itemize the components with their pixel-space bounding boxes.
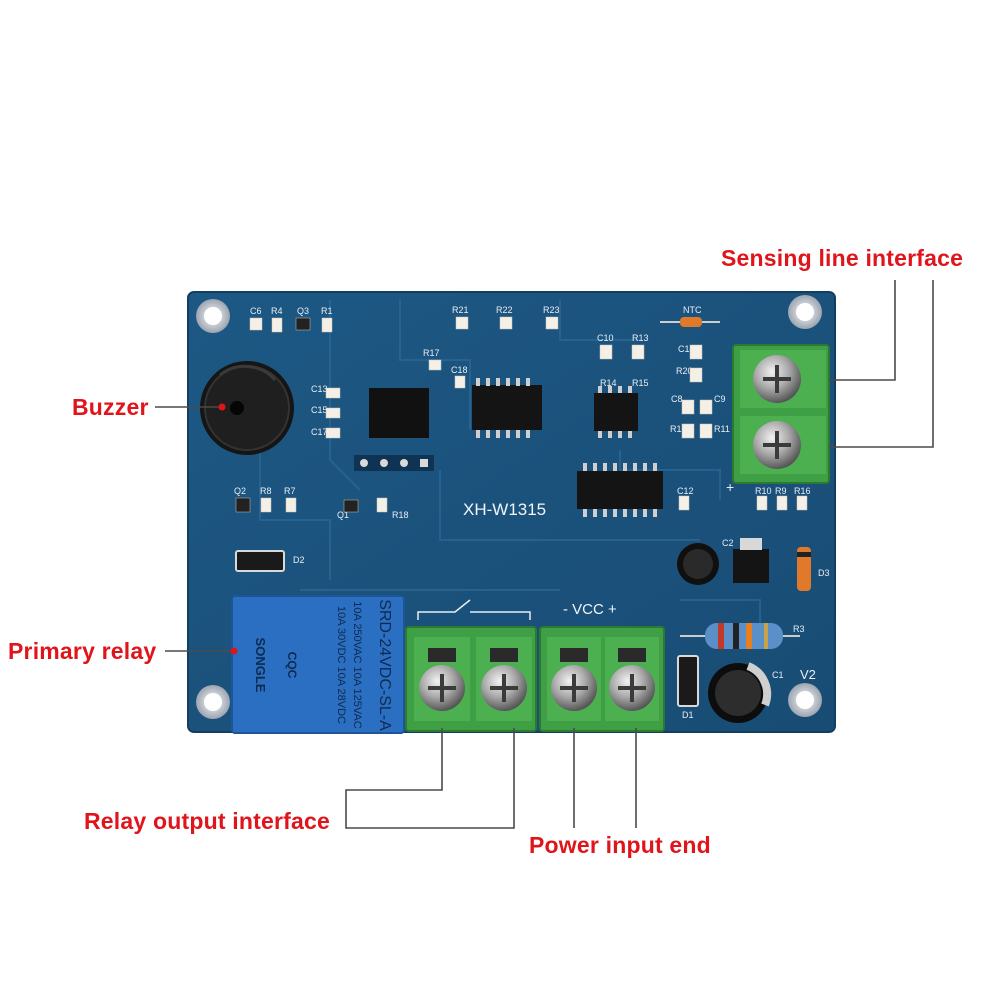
label-relay-output: Relay output interface [84, 808, 330, 834]
header-pins [354, 455, 434, 471]
label-primary-relay: Primary relay [8, 638, 157, 664]
silk-r8: R8 [260, 486, 272, 496]
mounting-hole-tl [196, 299, 230, 333]
buzzer [200, 361, 294, 455]
relay-brand: SONGLE [253, 638, 268, 693]
relay-output-terminal-block [405, 626, 537, 732]
voltage-regulator [733, 538, 769, 583]
relay-model: SRD-24VDC-SL-A [376, 599, 393, 731]
mounting-hole-tr [788, 295, 822, 329]
silk-c2: C2 [722, 538, 734, 548]
relay-marker [230, 647, 238, 655]
silk-r18: R18 [392, 510, 409, 520]
silk-q1: Q1 [337, 510, 349, 520]
silk-r9: R9 [775, 486, 787, 496]
silk-c15: C15 [311, 405, 328, 415]
silk-r16: R16 [794, 486, 811, 496]
capacitor-c1 [708, 662, 772, 723]
silk-ntc: NTC [683, 305, 702, 315]
silk-r11: R11 [714, 424, 730, 434]
silk-vcc: - VCC + [563, 601, 617, 618]
silk-r10: R10 [755, 486, 772, 496]
silk-r1: R1 [321, 306, 333, 316]
silk-c1: C1 [772, 670, 784, 680]
silk-c6: C6 [250, 306, 262, 316]
silk-c17: C17 [311, 427, 328, 437]
silk-r12: R12 [670, 424, 687, 434]
diode-d1 [677, 655, 699, 707]
silk-q3: Q3 [297, 306, 309, 316]
mounting-hole-bl [196, 685, 230, 719]
label-power-input: Power input end [529, 832, 711, 858]
smd-components [235, 316, 808, 513]
silk-c12: C12 [677, 486, 694, 496]
silk-plus: + [726, 479, 734, 495]
silk-c14: C14 [678, 344, 695, 354]
power-input-terminal-block [539, 626, 665, 732]
silk-q2: Q2 [234, 486, 246, 496]
silk-c13: C13 [311, 384, 328, 394]
silk-v2: V2 [800, 667, 816, 682]
diode-d3 [797, 547, 811, 591]
silk-c18: C18 [451, 365, 468, 375]
silk-r14: R14 [600, 378, 617, 388]
silk-r3: R3 [793, 624, 805, 634]
label-buzzer: Buzzer [72, 394, 149, 420]
relay-rating-dc: 10A 30VDC 10A 28VDC [335, 606, 347, 724]
silk-r4: R4 [271, 306, 283, 316]
silk-r20: R20 [676, 366, 693, 376]
diode-d2 [235, 550, 285, 572]
callout-lines [155, 280, 934, 829]
silk-r7: R7 [284, 486, 296, 496]
ntc-thermistor [660, 317, 720, 327]
label-sensing-line: Sensing line interface [721, 245, 964, 271]
sensing-terminal-block [732, 344, 830, 484]
resistor-r3 [680, 623, 800, 649]
silk-c8: C8 [671, 394, 683, 404]
silk-r15: R15 [632, 378, 649, 388]
relay-rating-ac: 10A 250VAC 10A 125VAC [351, 601, 363, 728]
silk-d2: D2 [293, 555, 305, 565]
mounting-hole-br [788, 683, 822, 717]
capacitor-c2 [677, 543, 719, 585]
relay: SRD-24VDC-SL-A 10A 250VAC 10A 125VAC 10A… [231, 595, 405, 734]
relay-symbol [417, 599, 531, 620]
ic-chips [369, 378, 663, 517]
silk-c10: C10 [597, 333, 614, 343]
relay-cert: CQC [285, 652, 299, 679]
board-model: XH-W1315 [463, 500, 546, 519]
silk-r21: R21 [452, 305, 469, 315]
silk-c9: C9 [714, 394, 726, 404]
buzzer-marker [218, 403, 226, 411]
silk-r13: R13 [632, 333, 649, 343]
silk-r23: R23 [543, 305, 560, 315]
silk-r17: R17 [423, 348, 440, 358]
silk-d3: D3 [818, 568, 830, 578]
silk-r22: R22 [496, 305, 513, 315]
silk-d1: D1 [682, 710, 694, 720]
